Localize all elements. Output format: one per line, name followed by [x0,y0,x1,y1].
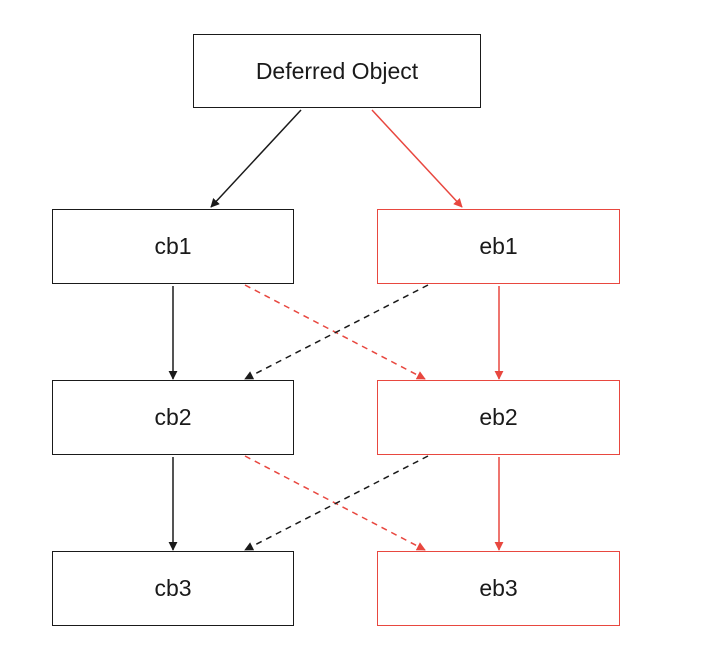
edge-root-to-cb1 [210,109,302,208]
node-deferred-object: Deferred Object [193,34,481,108]
node-eb2: eb2 [377,380,620,455]
edge-root-to-eb1 [371,109,463,208]
node-eb3: eb3 [377,551,620,626]
node-cb2: cb2 [52,380,294,455]
node-eb1: eb1 [377,209,620,284]
edge-eb2-to-cb3 [244,455,429,551]
node-cb1: cb1 [52,209,294,284]
edge-eb1-to-cb2 [244,284,429,380]
node-cb3: cb3 [52,551,294,626]
